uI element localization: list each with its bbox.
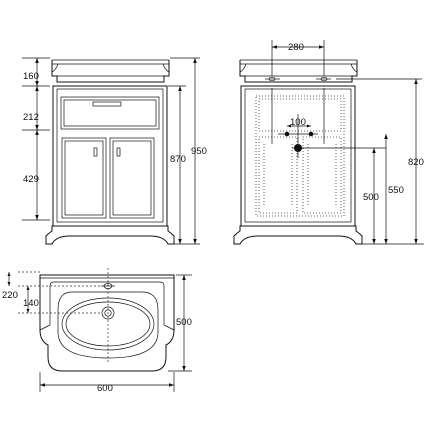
dim-body-height-label: 870 [170, 154, 186, 165]
side-plinth [233, 225, 363, 245]
side-view: 280 100 500 550 820 [233, 40, 424, 245]
front-left-dimensions: 160 212 429 [22, 57, 50, 221]
dim-tap-spacing-label: 280 [288, 42, 304, 53]
dim-total-height-label: 950 [191, 146, 207, 157]
front-plinth [45, 225, 175, 245]
side-hidden-interior [255, 95, 345, 217]
top-width-dimension: 600 [39, 372, 175, 394]
front-right-dimensions: 870 950 [168, 57, 207, 245]
top-depth-dimension: 500 [168, 274, 192, 372]
dim-waste-offset-label: 140 [23, 298, 39, 309]
dim-inner-height-label: 550 [388, 185, 404, 196]
dim-doors-label: 429 [23, 174, 39, 185]
dim-waste-spacing-label: 100 [290, 117, 306, 128]
dim-tap-offset-label: 220 [2, 290, 18, 301]
front-left-door [61, 137, 107, 219]
side-service-connections [271, 88, 325, 158]
top-view: 220 140 500 600 [2, 268, 192, 394]
front-view: 160 212 429 870 950 [22, 57, 207, 245]
side-basin-top [239, 59, 358, 83]
front-basin-top [51, 59, 170, 83]
dim-depth-label: 500 [176, 317, 192, 328]
side-tap-holes [265, 76, 331, 82]
top-basin-outline [39, 274, 175, 372]
dim-tap-height-label: 820 [408, 157, 424, 168]
front-right-door [109, 137, 155, 219]
front-drawer [60, 96, 160, 130]
dim-drawer-label: 212 [23, 112, 39, 123]
top-left-dimensions: 220 140 [2, 272, 39, 313]
side-waste-spacing-dimension: 100 [287, 117, 311, 128]
dim-width-label: 600 [97, 383, 113, 394]
side-right-dimensions: 500 550 820 [302, 78, 424, 245]
dim-waste-height-label: 500 [363, 192, 379, 203]
side-tap-spacing-dimension: 280 [271, 40, 325, 76]
dim-top-panel-label: 160 [23, 71, 39, 82]
